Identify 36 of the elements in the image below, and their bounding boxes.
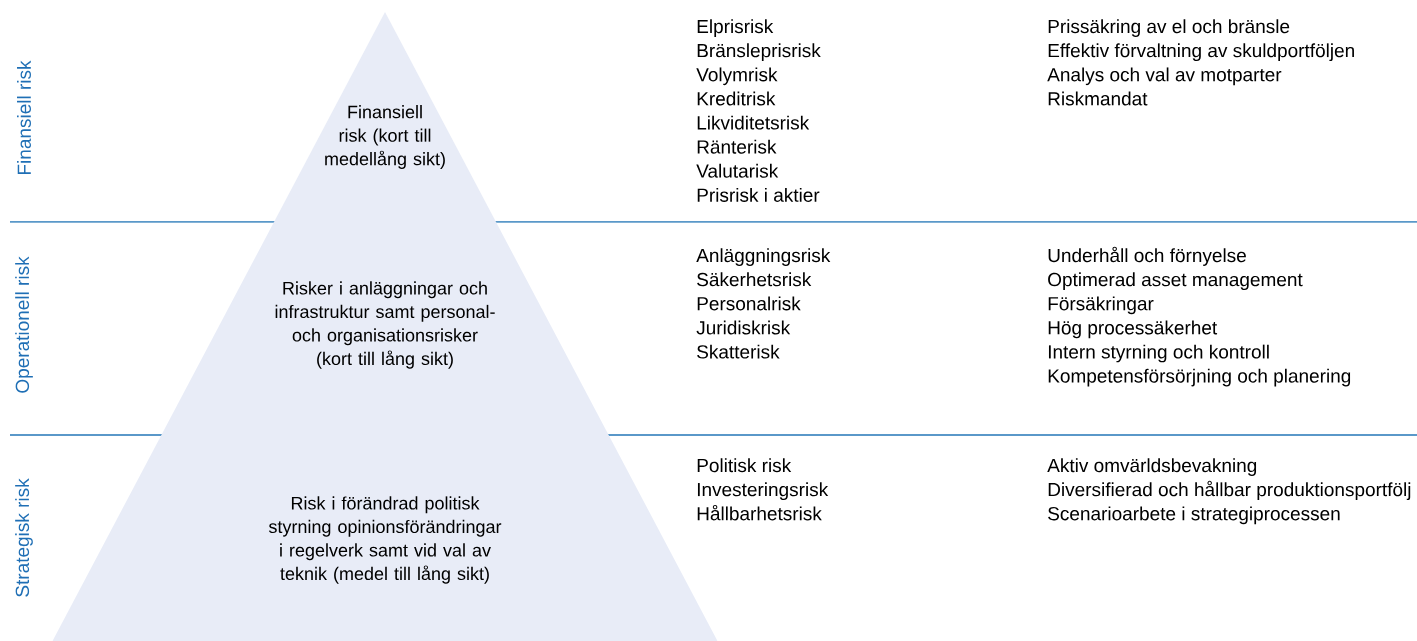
list-item: Prissäkring av el och bränsle [1048, 19, 1290, 37]
list-item: Diversifierad och hållbar produktionsportfölj [1048, 480, 1411, 501]
list-item: Anläggningsrisk [696, 248, 831, 266]
list-item: Analys och val av motparter [1047, 67, 1282, 86]
list-item: Underhåll och förnyelse [1048, 246, 1246, 266]
list-item: Politisk risk [697, 458, 792, 473]
list-item: Riskmandat [1048, 91, 1148, 106]
list-item: Scenarioarbete i strategiprocessen [1048, 506, 1340, 525]
list-item: Bränsleprisrisk [697, 43, 821, 62]
node-label: Risk i förändrad politisk styrning opinionsförändringar i regelverk samt vid val av teknik (medel till lång sikt) [268, 496, 502, 584]
row-label: Operationell risk [15, 256, 33, 393]
list-item: Volymrisk [696, 67, 778, 86]
list-item: Elprisrisk [697, 19, 774, 37]
list-item: Säkerhetsrisk [697, 272, 812, 287]
list-item: Effektiv förvaltning av skuldportföljen [1048, 43, 1354, 62]
list-item: Hållbarhetsrisk [697, 504, 822, 521]
list-item: Hög processäkerhet [1048, 320, 1218, 339]
list-item: Optimerad asset management [1048, 272, 1303, 291]
list-item: Försäkringar [1048, 296, 1154, 315]
list-item: Likviditetsrisk [697, 115, 810, 130]
list-item: Investeringsrisk [697, 482, 829, 501]
pyramid-band: Finansiell risk (kort till medellång sikt) [274, 12, 496, 222]
list-item: Personalrisk [697, 296, 801, 311]
list-item: Valutarisk [696, 163, 779, 178]
list-item: Ränterisk [697, 139, 777, 154]
list-item: Aktiv omvärldsbevakning [1047, 458, 1257, 476]
row-label: Strategisk risk [15, 478, 33, 597]
list-item: Intern styrning och kontroll [1048, 344, 1269, 363]
node-label: Risker i anläggningar och infrastruktur samt personal- och organisationsrisker (kort till lång sikt) [275, 281, 495, 369]
list-item: Kompetensförsörjning och planering [1048, 368, 1351, 387]
row-label: Finansiell risk [17, 60, 31, 174]
list-item: Prisrisk i aktier [697, 187, 820, 202]
list-item: Juridiskrisk [696, 320, 791, 335]
list-item: Kreditrisk [697, 91, 776, 106]
list-item: Skatterisk [697, 344, 780, 359]
node-label: Finansiell risk (kort till medellång sikt) [325, 105, 445, 169]
